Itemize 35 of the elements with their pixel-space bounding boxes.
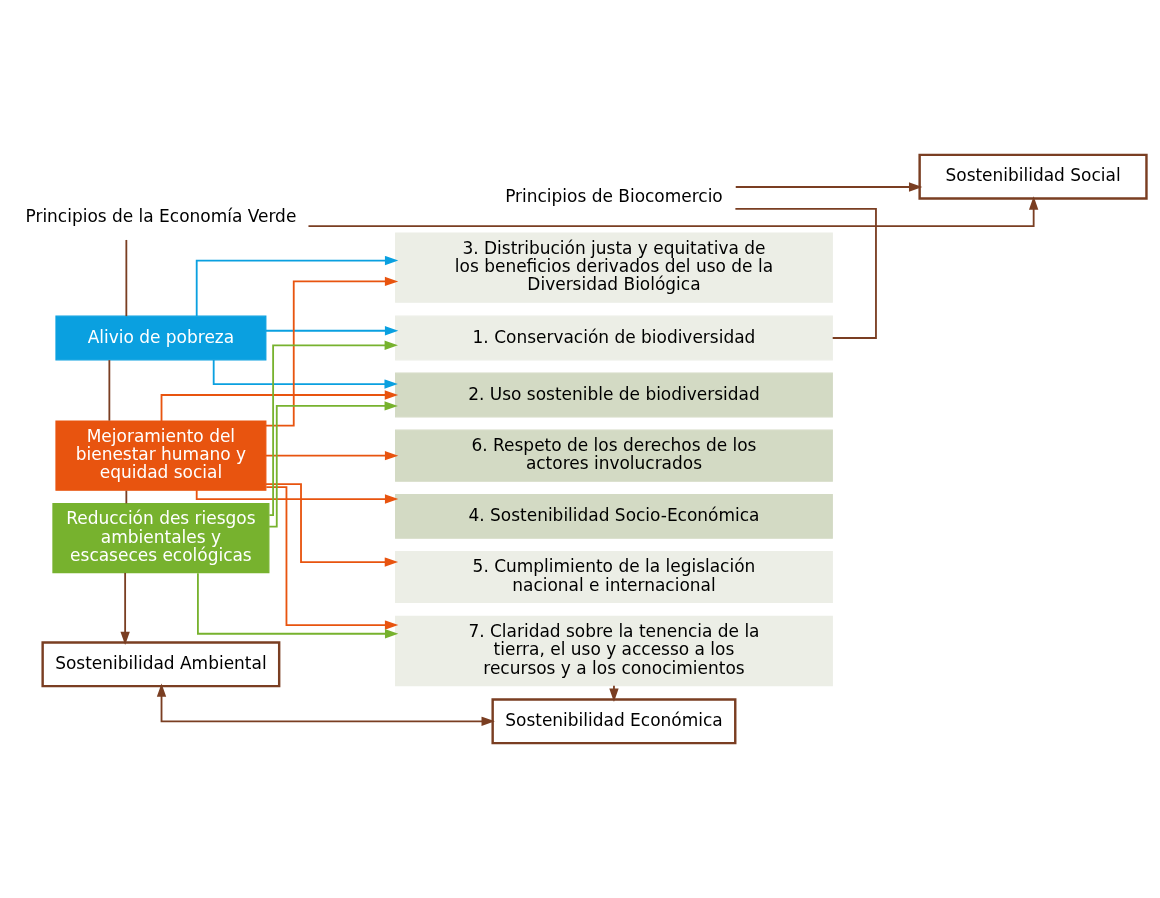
arrow (734, 182, 923, 192)
arrow (268, 401, 398, 528)
arrow (265, 326, 399, 336)
node-box: Reducción des riesgos ambientales y escaseces ecológicas (52, 502, 270, 574)
arrow (212, 359, 398, 389)
arrow (195, 489, 399, 504)
node-box: 3. Distribución justa y equitativa de los beneficios derivados del uso de la Diversidad Biológica (395, 232, 833, 303)
connector (125, 489, 128, 505)
node-box: 5. Cumplimiento de la legislación nacional e internacional (395, 550, 833, 604)
node-box: Sostenibilidad Social (918, 153, 1148, 200)
connector (734, 207, 877, 339)
node-box: 1. Conservación de biodiversidad (395, 315, 833, 361)
arrow (160, 390, 399, 422)
arrow (197, 572, 399, 639)
node-text: Principios de la Economía Verde (25, 206, 297, 227)
arrow (120, 572, 130, 646)
node-box: Sostenibilidad Económica (491, 698, 737, 745)
node-box: 4. Sostenibilidad Socio-Económica (395, 493, 833, 539)
node-box: Alivio de pobreza (55, 315, 267, 361)
arrow (195, 255, 399, 317)
connector (125, 239, 128, 318)
arrow (265, 486, 399, 630)
arrow (265, 276, 399, 427)
node-box: 7. Claridad sobre la tenencia de la tierra, el uso y accesso a los recursos y a los conocimientos (395, 615, 833, 687)
arrow (268, 340, 398, 516)
node-text: Principios de Biocomercio (505, 185, 723, 206)
node-box: 6. Respeto de los derechos de los actores involucrados (395, 429, 833, 482)
node-box: Mejoramiento del bienestar humano y equidad social (55, 420, 267, 491)
arrow (265, 483, 399, 567)
arrow (307, 196, 1039, 227)
arrow (265, 451, 399, 461)
node-box: Sostenibilidad Ambiental (41, 641, 281, 688)
node-box: 2. Uso sostenible de biodiversidad (395, 372, 833, 418)
arrow (156, 683, 495, 726)
connector (108, 359, 111, 422)
